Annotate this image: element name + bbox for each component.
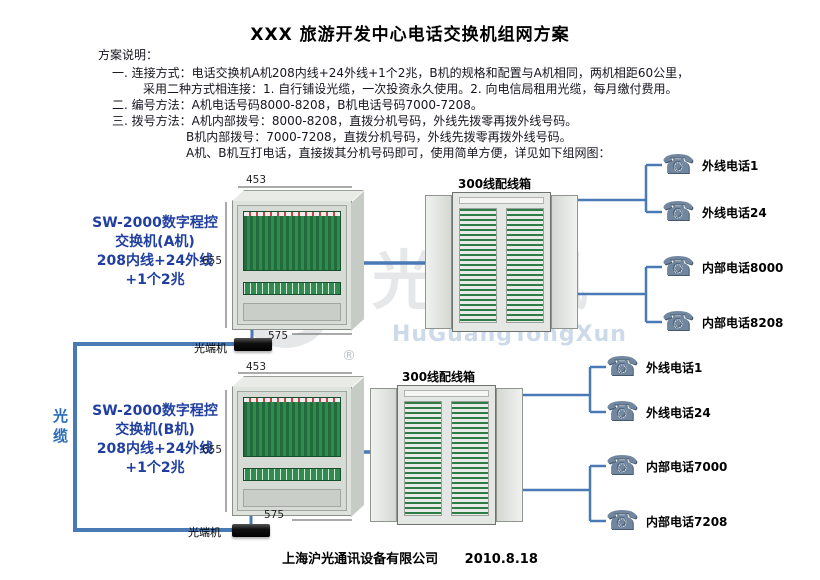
distribution-box-a-label: 300线配线箱 <box>458 177 532 191</box>
dim-height-a: 655 <box>202 255 223 267</box>
phone-icon: ☎ <box>605 451 639 481</box>
phone-b2-label: 外线电话24 <box>646 406 711 420</box>
phone-b3-label: 内部电话7000 <box>646 460 728 474</box>
page-title: XXX 旅游开发中心电话交换机组网方案 <box>250 25 570 45</box>
distribution-box-a <box>425 192 578 332</box>
phone-icon: ☎ <box>605 506 639 536</box>
terminal-strip <box>243 282 341 295</box>
cabinet-side-face <box>351 377 364 517</box>
terminal-strip <box>243 468 341 481</box>
phone-a1-label: 外线电话1 <box>702 159 759 173</box>
phone-icon: ☎ <box>661 150 695 180</box>
wiring-modules-left <box>459 208 497 323</box>
phone-b1-label: 外线电话1 <box>646 361 703 375</box>
box-body <box>452 192 551 332</box>
registered-mark: ® <box>342 348 356 364</box>
optical-terminal-b-label: 光端机 <box>188 526 221 539</box>
box-door-right <box>496 388 523 522</box>
exchange-a-caption: SW-2000数字程控 交换机(A机) 208内线+24外线 +1个2兆 <box>92 215 218 288</box>
wiring-modules-right <box>451 401 489 516</box>
phone-icon: ☎ <box>661 307 695 337</box>
box-header <box>404 390 489 397</box>
optical-terminal-b <box>232 524 270 537</box>
exchange-cabinet-b <box>232 386 364 517</box>
optical-terminal-a-label: 光端机 <box>194 342 227 355</box>
cabinet-base <box>243 489 341 507</box>
phone-icon: ☎ <box>661 197 695 227</box>
exchange-b-caption: SW-2000数字程控 交换机(B机) 208内线+24外线 +1个2兆 <box>92 403 218 476</box>
cabinet-top-face <box>232 376 364 387</box>
wiring-modules-right <box>506 208 544 323</box>
note-line: 采用二种方式相连接：1. 自行铺设光缆，一次投资永久使用。2. 向电信局租用光缆… <box>143 82 678 96</box>
cabinet-top-face <box>232 190 364 201</box>
note-line: 一. 连接方式：电话交换机A机208内线+24外线+1个2兆，B机的规格和配置与… <box>112 66 690 80</box>
note-line: 二. 编号方法：A机电话号码8000-8208，B机电话号码7000-7208。 <box>112 98 483 112</box>
footer: 上海沪光通讯设备有限公司 2010.8.18 <box>0 548 820 567</box>
phone-b4-label: 内部电话7208 <box>646 515 728 529</box>
distribution-box-b-label: 300线配线箱 <box>402 370 476 384</box>
box-body <box>397 385 496 525</box>
cabinet-base <box>243 303 341 321</box>
note-line: B机内部拨号：7000-7208，直拨分机号码，外线先拨零再拨外线号码。 <box>186 130 572 144</box>
dim-width-a: 453 <box>246 174 267 186</box>
phone-icon: ☎ <box>661 252 695 282</box>
box-door-left <box>370 388 397 522</box>
optical-cable-label: 光缆 <box>51 408 69 448</box>
dim-depth-a: 575 <box>268 330 289 342</box>
card-slots <box>243 397 341 457</box>
note-line: 三. 拨号方法：A机内部拨号：8000-8208，直拨分机号码，外线先拨零再拨外… <box>112 114 578 128</box>
cabinet-front-panel <box>237 391 347 511</box>
note-line: A机、B机互打电话，直接拨其分机号码即可，使用简单方便，详见如下组网图： <box>186 146 611 160</box>
cabinet-side-face <box>351 191 364 331</box>
exchange-cabinet-a <box>232 200 364 331</box>
notes-heading: 方案说明： <box>98 48 159 62</box>
phone-a2-label: 外线电话24 <box>702 206 767 220</box>
cabinet-front-panel <box>237 205 347 325</box>
box-door-right <box>551 195 578 329</box>
optical-terminal-a <box>234 338 272 351</box>
card-slots <box>243 211 341 271</box>
box-door-left <box>425 195 452 329</box>
distribution-box-b <box>370 385 523 525</box>
dim-depth-b: 575 <box>264 509 285 521</box>
phone-a3-label: 内部电话8000 <box>702 261 784 275</box>
phone-icon: ☎ <box>605 397 639 427</box>
dim-height-b: 655 <box>202 444 223 456</box>
phone-icon: ☎ <box>605 352 639 382</box>
wiring-modules-left <box>404 401 442 516</box>
box-header <box>459 197 544 204</box>
date: 2010.8.18 <box>464 552 538 567</box>
dim-width-b: 453 <box>246 361 267 373</box>
company-name: 上海沪光通讯设备有限公司 <box>282 552 439 567</box>
phone-a4-label: 内部电话8208 <box>702 316 784 330</box>
